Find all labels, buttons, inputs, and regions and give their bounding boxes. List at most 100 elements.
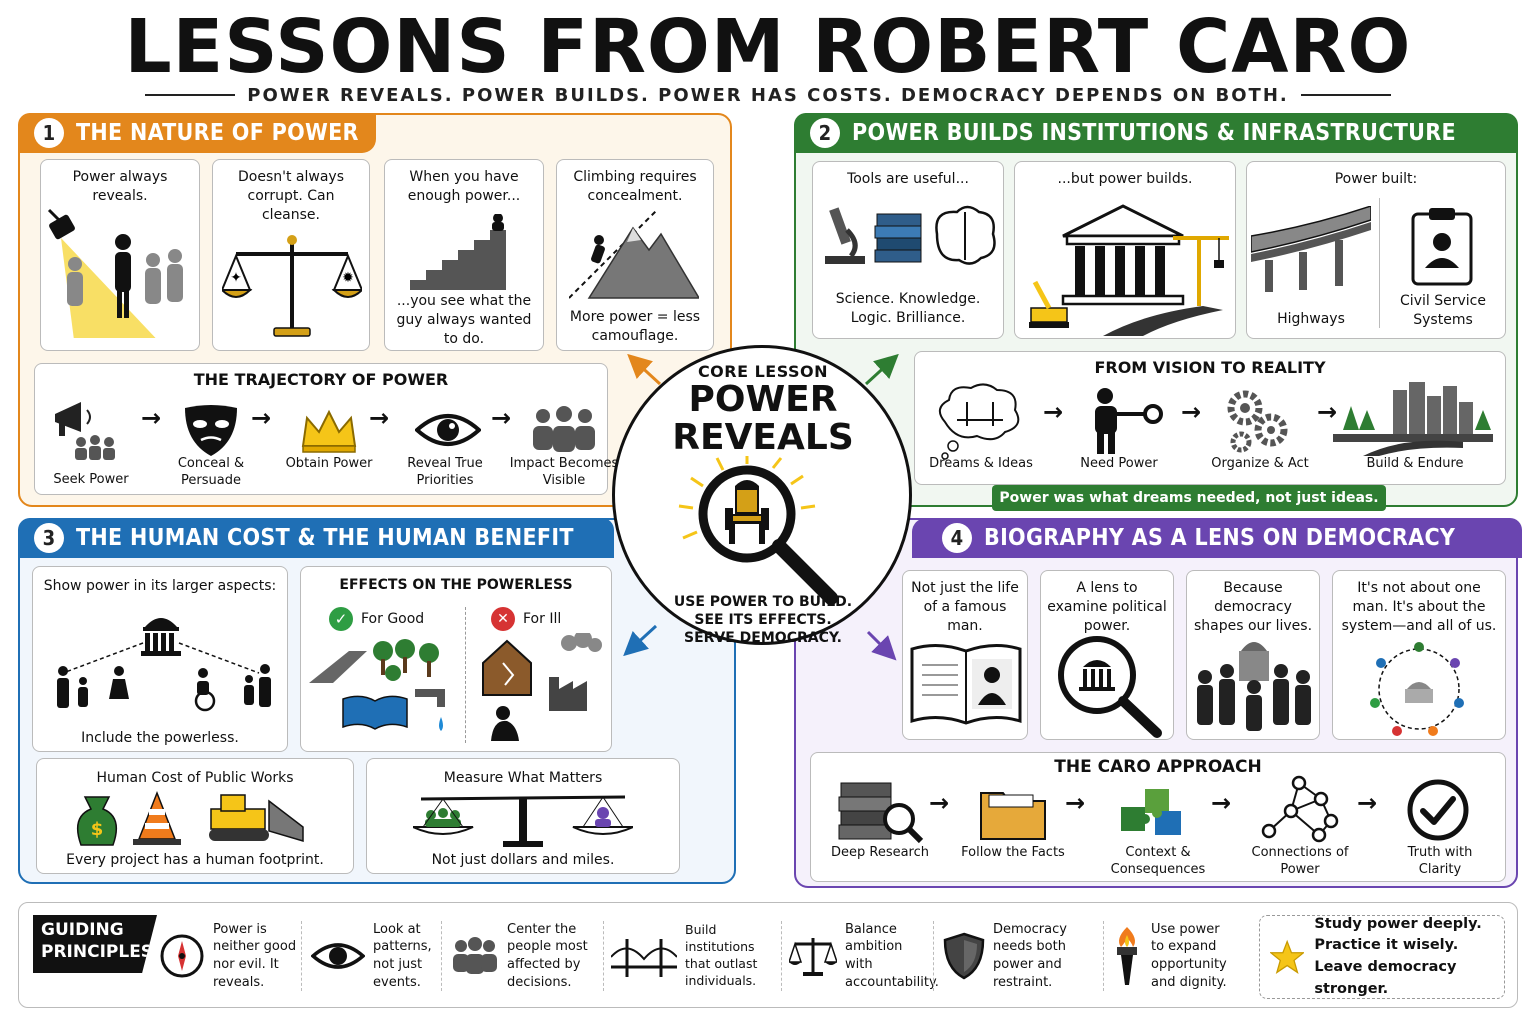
thought-cloud-icon — [938, 383, 1020, 460]
group-icon — [533, 406, 595, 452]
person-key-icon — [1095, 388, 1163, 454]
vision-card: FROM VISION TO REALITY Dreams & Ideas → … — [914, 351, 1506, 485]
trajectory-step-3: Obtain Power — [285, 456, 373, 471]
core-headline-1: POWER — [688, 379, 838, 420]
mountain-icon — [569, 210, 699, 299]
principle-text: Balance ambition with accountability. — [845, 921, 939, 990]
card-text: Because democracy shapes our lives. — [1193, 580, 1313, 634]
card-text-top: Power built: — [1334, 171, 1418, 187]
trajectory-step-1: Seek Power — [53, 472, 129, 487]
books-icon — [874, 213, 922, 263]
principle-text: Power is neither good nor evil. It revea… — [213, 921, 297, 990]
network-icon — [1261, 775, 1339, 843]
section-3-title: THE HUMAN COST & THE HUMAN BENEFIT — [76, 525, 574, 551]
cost-icons: $ — [76, 790, 304, 846]
card-measure: Measure What Matters Not just dollars an… — [366, 758, 680, 874]
gears-icon — [1227, 390, 1288, 453]
trajectory-step-2: Conceal & Persuade — [177, 456, 245, 488]
section-2-title: POWER BUILDS INSTITUTIONS & INFRASTRUCTU… — [852, 120, 1456, 146]
principle-5: Balance ambition with accountability. — [789, 915, 939, 997]
section-1-header: 1 THE NATURE OF POWER — [18, 113, 376, 153]
principle-text: Use power to expand opportunity and dign… — [1151, 921, 1227, 990]
divider — [1379, 198, 1380, 328]
spotlight-icon — [47, 208, 183, 338]
arrow-icon: → — [491, 404, 512, 432]
separator — [933, 921, 934, 991]
trajectory-step-5: Impact Becomes Visible — [509, 456, 619, 488]
arrow-icon: → — [369, 404, 390, 432]
card-text: A lens to examine political power. — [1047, 580, 1167, 634]
core-line-1: USE POWER TO BUILD. — [673, 594, 853, 610]
core-headline-2: REVEALS — [672, 417, 854, 458]
arrow-icon: → — [1181, 398, 1202, 426]
card-bio-system: It's not about one man. It's about the s… — [1332, 570, 1506, 740]
trajectory-card: THE TRAJECTORY OF POWER Seek Power → Con… — [34, 363, 618, 495]
card-text-top: Human Cost of Public Works — [96, 770, 294, 786]
card-text: Not just the life of a famous man. — [911, 580, 1019, 634]
principle-text: Democracy needs both power and restraint… — [993, 921, 1067, 990]
arrow-icon: → — [1317, 398, 1338, 426]
approach-step-1: Deep Research — [830, 845, 930, 860]
svg-text:✦: ✦ — [230, 270, 242, 286]
arrow-icon: → — [251, 404, 272, 432]
svg-text:$: $ — [91, 819, 104, 840]
card-text-top: Tools are useful... — [847, 171, 969, 187]
crane-icon — [1173, 236, 1229, 306]
magnifier-capitol-icon — [1058, 636, 1162, 738]
section-4-number: 4 — [942, 523, 972, 553]
subtitle: POWER REVEALS. POWER BUILDS. POWER HAS C… — [247, 84, 1289, 106]
card-human-cost: Human Cost of Public Works $ Every proje… — [36, 758, 354, 874]
principle-6: Democracy needs both power and restraint… — [943, 915, 1071, 997]
x-icon: ✕ — [491, 607, 515, 631]
card-text: It's not about one man. It's about the s… — [1341, 580, 1497, 634]
approach-step-5: Truth with Clarity — [1407, 845, 1473, 877]
science-icons — [825, 205, 996, 265]
books-magnifier-icon — [838, 782, 924, 844]
card-text-top: When you have enough power... — [407, 169, 521, 204]
good-effects-icons — [309, 639, 445, 731]
shield-icon — [943, 932, 985, 980]
eye-icon — [415, 414, 481, 446]
subtitle-rule-right — [1300, 94, 1391, 96]
brain-icon — [935, 205, 996, 265]
section-4-header: 4 BIOGRAPHY AS A LENS ON DEMOCRACY — [912, 518, 1522, 558]
highways-label: Highways — [1277, 311, 1345, 327]
approach-step-4: Connections of Power — [1251, 845, 1349, 877]
guiding-principles-label: GUIDING PRINCIPLES — [33, 915, 157, 973]
card-bio-shapes: Because democracy shapes our lives. — [1186, 570, 1320, 740]
svg-text:✹: ✹ — [342, 270, 354, 286]
section-biography: 4 BIOGRAPHY AS A LENS ON DEMOCRACY Not j… — [794, 518, 1522, 888]
section-power-builds: 2 POWER BUILDS INSTITUTIONS & INFRASTRUC… — [794, 113, 1518, 511]
card-text-top: Show power in its larger aspects: — [43, 578, 277, 594]
eye-icon — [311, 943, 365, 969]
page-title: LESSONS FROM ROBERT CARO — [124, 4, 1412, 90]
final-line-2: Practice it wisely. — [1314, 937, 1459, 954]
card-text-bottom: Not just dollars and miles. — [431, 852, 615, 868]
capitol-people-icon — [57, 618, 271, 712]
card-tools: Tools are useful... Science. Knowledge. … — [812, 161, 1004, 339]
for-ill-header: ✕ For Ill — [491, 607, 561, 631]
staircase-icon — [410, 214, 506, 290]
card-climbing: Climbing requires concealment. More powe… — [556, 159, 714, 351]
trajectory-title: THE TRAJECTORY OF POWER — [193, 370, 449, 389]
crowd-capitol-icon — [1197, 642, 1311, 731]
principle-2: Look at patterns, not just events. — [311, 915, 437, 997]
principle-4: Build institutions that outlast individu… — [611, 915, 777, 997]
mask-icon — [185, 405, 237, 456]
ill-effects-icons — [482, 633, 602, 741]
principle-text: Look at patterns, not just events. — [373, 921, 432, 990]
arrow-icon: → — [929, 789, 950, 817]
card-cleanse: Doesn't always corrupt. Can cleanse. ✦ ✹ — [212, 159, 370, 351]
gp-label-line-2: PRINCIPLES — [41, 942, 154, 963]
core-line-3: SERVE DEMOCRACY. — [683, 630, 843, 646]
gp-label-line-1: GUIDING — [41, 920, 124, 940]
card-text-bottom: ...you see what the guy always wanted to… — [396, 293, 532, 347]
card-text-bottom: Include the powerless. — [81, 730, 239, 746]
card-larger-aspects: Show power in its larger aspects: Includ… — [32, 566, 288, 752]
arrow-icon: → — [141, 404, 162, 432]
section-nature-of-power: 1 THE NATURE OF POWER Power always revea… — [18, 113, 732, 507]
approach-card: THE CARO APPROACH Deep Research → Follow… — [810, 752, 1506, 882]
vision-step-1: Dreams & Ideas — [929, 456, 1033, 471]
megaphone-icon — [55, 402, 115, 460]
core-kicker: CORE LESSON — [697, 362, 829, 381]
